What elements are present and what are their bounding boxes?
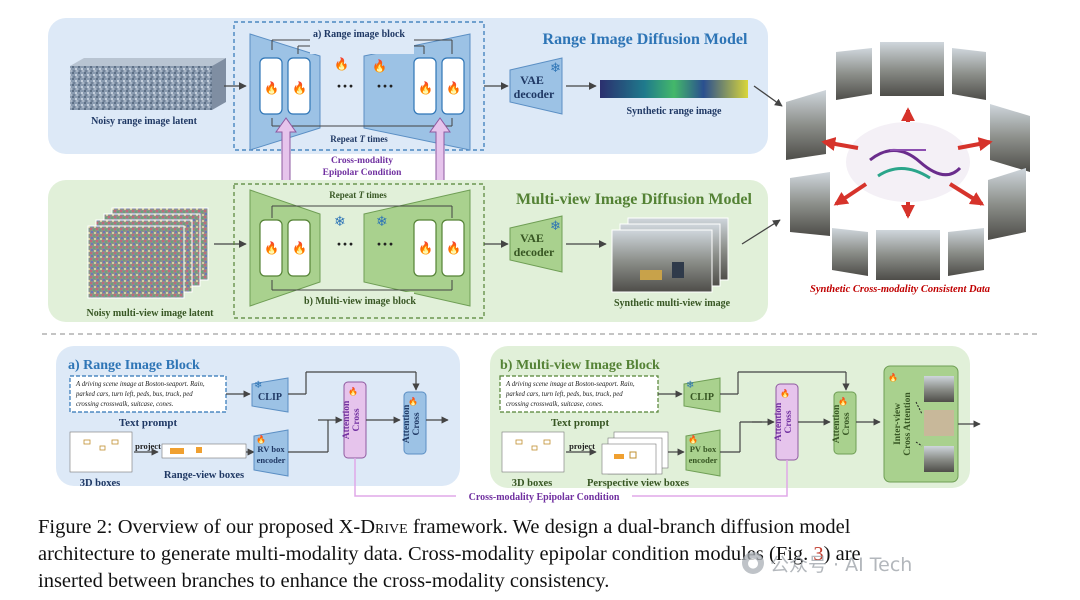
svg-text:Cross: Cross — [842, 412, 852, 435]
range-vae-label: VAE — [520, 73, 544, 87]
rv-encoder-label-2: encoder — [257, 455, 286, 465]
range-vae-decoder — [509, 57, 563, 115]
range-decoder-label: decoder — [514, 87, 555, 101]
mv-block-label: b) Multi-view image block — [304, 296, 416, 307]
svg-text:Attention: Attention — [342, 400, 352, 439]
snowflake-icon: ❄ — [254, 380, 262, 391]
svg-text:A driving scene image at Bosto: A driving scene image at Boston-seaport.… — [75, 381, 206, 408]
mv-cross-attention-2 — [833, 391, 857, 455]
mv-block-title: b) Multi-view Image Block — [500, 358, 660, 373]
range-project-label: project — [135, 441, 161, 451]
epipolar-connector-label: Cross-modality Epipolar Condition — [469, 492, 620, 503]
mv-repeat-label: Repeat T times — [329, 190, 387, 200]
watermark: ● 公众号 · AI Tech — [742, 548, 1048, 578]
svg-text:🔥: 🔥 — [418, 241, 433, 255]
noisy-mv-label: Noisy multi-view image latent — [87, 308, 215, 319]
range-cross-attention-2 — [403, 391, 427, 455]
noisy-range-latent — [70, 58, 226, 110]
mv-3d-boxes — [501, 431, 565, 473]
flame-icon: 🔥 🔥 🔥 🔥 🔥 🔥 — [264, 57, 461, 95]
svg-text:Cross: Cross — [352, 408, 362, 431]
range-diffusion-title: Range Image Diffusion Model — [543, 31, 748, 48]
mv-clip-label: CLIP — [690, 392, 714, 403]
range-text-prompt-box — [69, 375, 227, 413]
mv-text-prompt-box — [499, 375, 659, 413]
svg-text:🔥: 🔥 — [292, 81, 307, 95]
synthetic-consistent-visual — [786, 42, 1030, 280]
flame-icon: 🔥 — [256, 434, 266, 444]
synthetic-range-image — [600, 80, 748, 98]
pv-box-encoder — [685, 429, 721, 477]
flame-icon: 🔥 — [780, 388, 790, 398]
snowflake-icon: ❄ — [686, 380, 694, 391]
range-clip-label: CLIP — [258, 392, 282, 403]
svg-text:Attention: Attention — [832, 404, 842, 443]
range-3d-boxes — [69, 431, 133, 473]
range-block-label: a) Range image block — [313, 29, 405, 40]
rv-box-encoder — [253, 429, 289, 477]
figure-caption: Figure 2: Overview of our proposed X-Dri… — [38, 516, 861, 592]
range-text-prompt-label: Text prompt — [119, 417, 178, 429]
range-view-boxes — [161, 443, 247, 459]
flame-icon: 🔥 — [688, 434, 698, 444]
svg-text:🔥: 🔥 — [446, 241, 461, 255]
epipolar-label-line2: Epipolar Condition — [323, 168, 402, 178]
svg-text:Cross: Cross — [784, 410, 794, 433]
mv-vae-label: VAE — [520, 231, 544, 245]
svg-text:🔥: 🔥 — [264, 241, 279, 255]
range-view-boxes-label: Range-view boxes — [164, 470, 244, 481]
wechat-icon: ● — [742, 552, 764, 574]
snowflake-icon: ❄ — [550, 218, 561, 233]
mv-dots-left: ··· — [336, 234, 354, 254]
range-clip — [251, 377, 289, 413]
mv-decoder-label: decoder — [514, 245, 555, 259]
perspective-view-boxes-label: Perspective view boxes — [587, 478, 689, 489]
snowflake-icon: ❄ — [334, 215, 346, 230]
rv-encoder-label-1: RV box — [257, 444, 285, 454]
synthetic-mv-label: Synthetic multi-view image — [614, 298, 731, 309]
synthetic-consistent-label: Synthetic Cross-modality Consistent Data — [810, 284, 990, 295]
svg-text:🔥: 🔥 — [292, 241, 307, 255]
mv-project-label: project — [569, 441, 595, 451]
mv-3d-boxes-label: 3D boxes — [512, 478, 553, 489]
svg-text:A driving scene image at Bosto: A driving scene image at Boston-seaport.… — [505, 381, 636, 408]
mv-dots-right: ··· — [376, 234, 394, 254]
pv-encoder-label-1: PV box — [690, 444, 717, 454]
flame-icon: 🔥 🔥 🔥 🔥 — [264, 241, 461, 255]
mv-diffusion-title: Multi-view Image Diffusion Model — [516, 191, 753, 208]
svg-text:🔥: 🔥 — [334, 57, 349, 71]
svg-text:Attention: Attention — [774, 402, 784, 441]
range-dots-left: ··· — [336, 76, 354, 96]
range-3d-boxes-label: 3D boxes — [80, 478, 121, 489]
mv-text-prompt-label: Text prompt — [551, 417, 610, 429]
svg-text:🔥: 🔥 — [372, 59, 387, 73]
synthetic-mv-image — [611, 217, 729, 293]
flame-icon: 🔥 — [838, 396, 848, 406]
snowflake-icon: ❄ — [550, 60, 561, 75]
perspective-view-boxes — [601, 431, 669, 475]
svg-text:Inter-view: Inter-view — [893, 403, 903, 445]
range-block-title: a) Range Image Block — [68, 358, 200, 373]
svg-text:🔥: 🔥 — [418, 81, 433, 95]
synthetic-range-label: Synthetic range image — [627, 106, 723, 117]
flame-icon: 🔥 — [348, 386, 358, 396]
svg-text:Cross: Cross — [412, 412, 422, 435]
mv-clip — [683, 377, 721, 413]
epipolar-label-line1: Cross-modality — [331, 156, 393, 166]
flame-icon: 🔥 — [888, 372, 898, 382]
mv-block-boundary — [233, 183, 485, 319]
snowflake-icon: ❄ — [376, 215, 388, 230]
flame-icon: 🔥 — [408, 396, 418, 406]
svg-text:Cross Attention: Cross Attention — [903, 392, 913, 456]
pv-encoder-label-2: encoder — [689, 455, 718, 465]
svg-text:🔥: 🔥 — [446, 81, 461, 95]
noisy-mv-latent — [87, 207, 209, 299]
svg-text:Attention: Attention — [402, 404, 412, 443]
svg-text:🔥: 🔥 — [264, 81, 279, 95]
mv-vae-decoder — [509, 215, 563, 273]
range-repeat-label: Repeat T times — [330, 134, 388, 144]
range-dots-right: ··· — [376, 76, 394, 96]
noisy-range-label: Noisy range image latent — [91, 116, 197, 127]
